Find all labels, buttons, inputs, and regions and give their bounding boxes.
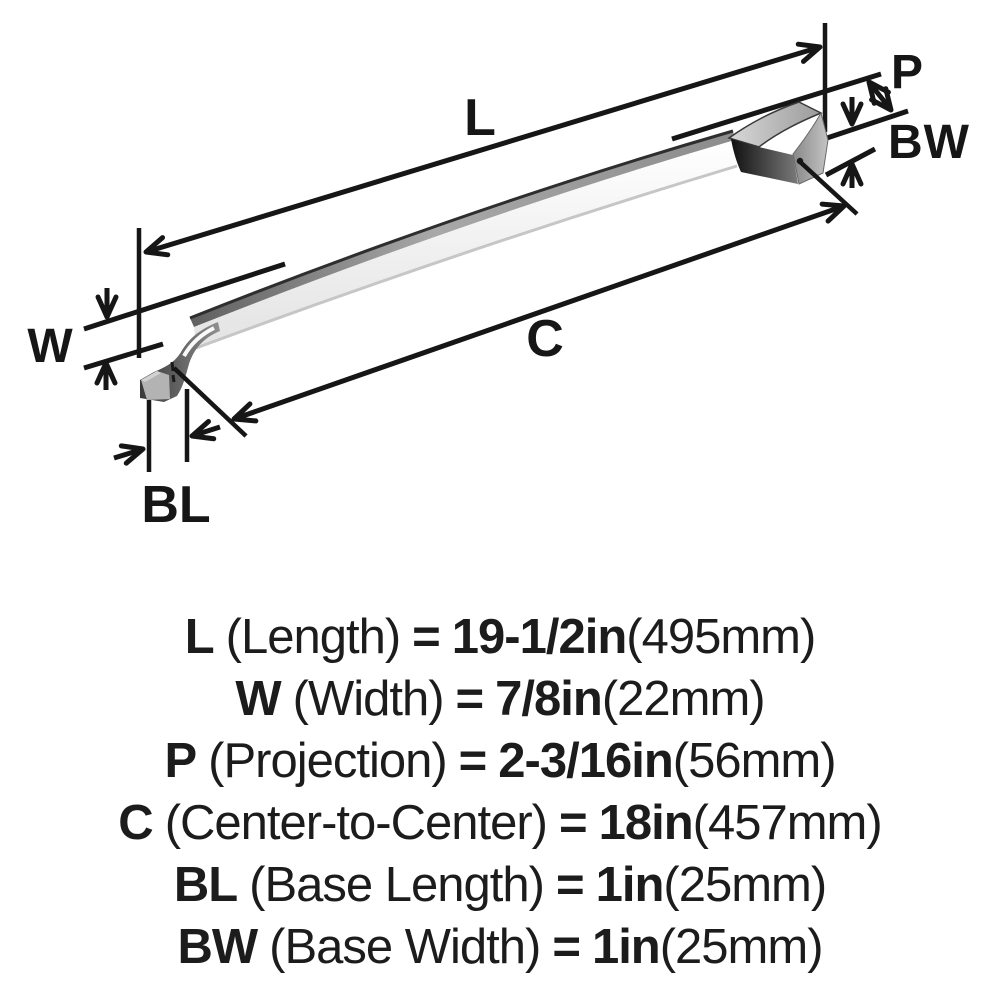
spec-metric-value: (25mm) (659, 920, 824, 974)
right-center-leader (796, 158, 859, 216)
equals-sign: = (558, 796, 588, 850)
base-width-label: BW (888, 116, 970, 169)
spec-code: W (235, 672, 281, 726)
width-upper-line (83, 261, 286, 332)
spec-row-center-to-center: C(Center-to-Center)=18in(457mm) (0, 792, 1000, 854)
spec-code: BW (177, 920, 258, 974)
bar-front-face (194, 140, 737, 348)
spec-code: BL (173, 858, 238, 912)
left-center-leader (172, 366, 248, 438)
equals-sign: = (458, 734, 488, 788)
spec-imperial-value: 7/8in (495, 672, 603, 726)
spec-name: (Length) (225, 610, 402, 664)
spec-list: L(Length)=19-1/2in(495mm) W(Width)=7/8in… (0, 606, 1000, 978)
base-length-label: BL (141, 476, 210, 534)
bar-top-outline (189, 129, 734, 320)
projection-lower-line (820, 108, 909, 143)
spec-row-projection: P(Projection)=2-3/16in(56mm) (0, 730, 1000, 792)
equals-sign: = (412, 610, 441, 664)
spec-row-length: L(Length)=19-1/2in(495mm) (0, 606, 1000, 668)
dimension-diagram: L W P C BL BW (27, 23, 970, 534)
spec-metric-value: (495mm) (626, 610, 816, 664)
spec-code: P (164, 734, 197, 788)
center-dimension-line (233, 203, 845, 422)
bar-bottom-highlight (195, 164, 738, 350)
handle-illustration (140, 101, 829, 402)
spec-row-width: W(Width)=7/8in(22mm) (0, 668, 1000, 730)
length-dimension-line (145, 44, 821, 255)
spec-imperial-value: 1in (595, 858, 665, 912)
projection-double-arrow-shaft (870, 84, 890, 108)
spec-imperial-value: 18in (598, 796, 694, 850)
spec-name: (Width) (292, 672, 445, 726)
spec-name: (Projection) (208, 734, 448, 788)
spec-name: (Base Width) (269, 920, 541, 974)
spec-imperial-value: 2-3/16in (498, 734, 673, 788)
width-lower-line (83, 341, 164, 371)
dimension-labels: L W P C BL BW (27, 46, 970, 534)
right-foot-front-face (731, 139, 798, 184)
equals-sign: = (552, 920, 581, 974)
length-label: L (464, 89, 496, 147)
spec-row-base-width: BW(Base Width)=1in(25mm) (0, 916, 1000, 978)
spec-metric-value: (25mm) (663, 858, 827, 912)
equals-sign: = (455, 672, 485, 726)
spec-name: (Base Length) (249, 858, 545, 912)
base-length-right-arrow-shaft (113, 448, 138, 461)
base-length-left-arrow-shaft (197, 424, 221, 437)
spec-code: C (118, 796, 153, 850)
leader-lines (172, 158, 859, 438)
width-label: W (27, 320, 73, 373)
center-to-center-label: C (526, 310, 564, 368)
bar-top-face (190, 131, 735, 327)
spec-row-base-length: BL(Base Length)=1in(25mm) (0, 854, 1000, 916)
left-foot-highlight (182, 326, 215, 358)
spec-name: (Center-to-Center) (164, 796, 548, 850)
spec-metric-value: (56mm) (672, 734, 837, 788)
projection-label: P (891, 46, 923, 99)
spec-code: L (184, 610, 215, 664)
equals-sign: = (555, 858, 585, 912)
projection-upper-line (671, 71, 882, 142)
spec-metric-value: (457mm) (692, 796, 883, 850)
spec-imperial-value: 1in (591, 920, 661, 974)
spec-imperial-value: 19-1/2in (451, 610, 627, 664)
left-foot-base-bevel (141, 371, 161, 382)
spec-metric-value: (22mm) (601, 672, 766, 726)
dimension-annotations (83, 23, 909, 472)
